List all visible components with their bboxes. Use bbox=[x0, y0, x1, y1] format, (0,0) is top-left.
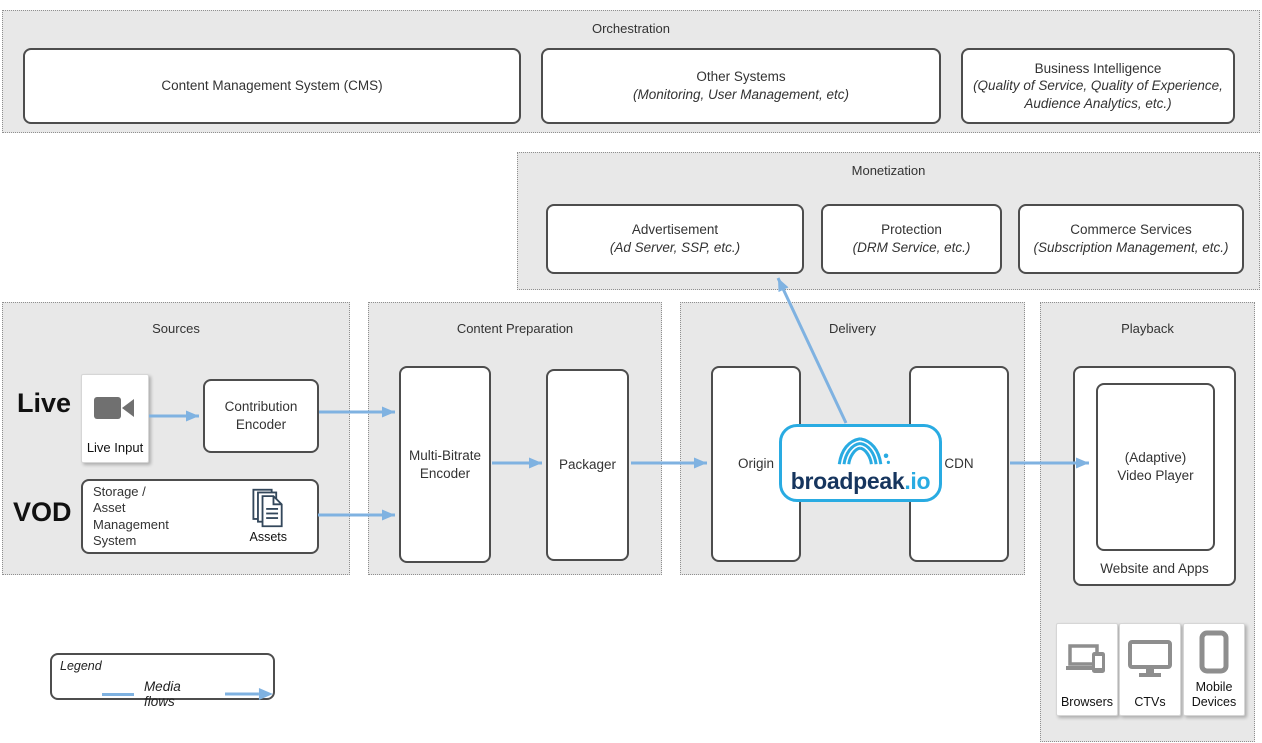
broadpeak-logo-icon bbox=[837, 436, 890, 464]
section-title-sources: Sources bbox=[152, 321, 200, 336]
storage-ams-box: Storage / Asset Management System bbox=[81, 479, 319, 554]
mobile-devices-icon bbox=[1184, 624, 1244, 680]
assets-icon bbox=[252, 489, 283, 528]
broadpeak-wordmark: broadpeak.io bbox=[790, 467, 931, 494]
contribution-encoder-box: Contribution Encoder bbox=[203, 379, 319, 453]
origin-label: Origin bbox=[737, 456, 774, 472]
browsers-label: Browsers bbox=[1060, 694, 1114, 709]
commerce-services-subtitle: (Subscription Management, etc.) bbox=[1033, 240, 1229, 255]
business-intelligence-title: Business Intelligence bbox=[1034, 60, 1162, 76]
video-camera-icon bbox=[82, 375, 148, 441]
multi-bitrate-encoder-box: Multi-Bitrate Encoder bbox=[399, 366, 491, 563]
device-browsers-card: Browsers bbox=[1056, 623, 1118, 716]
broadpeak-io-box: broadpeak.io bbox=[779, 424, 942, 502]
media-flow-line-sample bbox=[102, 692, 134, 696]
business-intelligence-subtitle: (Quality of Service, Quality of Experien… bbox=[973, 78, 1223, 111]
commerce-services-box: Commerce Services (Subscription Manageme… bbox=[1018, 204, 1244, 274]
section-playback: Playback (Adaptive) Video Player Website… bbox=[1040, 302, 1255, 742]
cdn-label: CDN bbox=[944, 456, 974, 472]
protection-subtitle: (DRM Service, etc.) bbox=[852, 240, 971, 255]
brand-tld: .io bbox=[904, 467, 931, 494]
ctv-icon bbox=[1120, 624, 1180, 695]
other-systems-box: Other Systems (Monitoring, User Manageme… bbox=[541, 48, 941, 124]
packager-label: Packager bbox=[558, 457, 617, 473]
device-mobile-card: Mobile Devices bbox=[1183, 623, 1245, 716]
other-systems-title: Other Systems bbox=[696, 69, 786, 85]
other-systems-subtitle: (Monitoring, User Management, etc) bbox=[632, 87, 850, 102]
live-label: Live bbox=[17, 388, 72, 418]
advertisement-title: Advertisement bbox=[631, 222, 719, 238]
legend-media-flows: Media flows bbox=[102, 679, 273, 709]
commerce-services-title: Commerce Services bbox=[1070, 222, 1192, 238]
website-and-apps-box: (Adaptive) Video Player Website and Apps bbox=[1073, 366, 1236, 586]
website-and-apps-label: Website and Apps bbox=[1100, 561, 1209, 576]
advertisement-subtitle: (Ad Server, SSP, etc.) bbox=[609, 240, 741, 255]
multi-bitrate-encoder-label: Multi-Bitrate Encoder bbox=[408, 447, 481, 481]
section-title-delivery: Delivery bbox=[829, 321, 876, 336]
assets-group: Assets bbox=[249, 487, 287, 545]
mobile-devices-label: Mobile Devices bbox=[1191, 680, 1237, 709]
contribution-encoder-label: Contribution Encoder bbox=[224, 399, 298, 432]
video-player-box: (Adaptive) Video Player bbox=[1096, 383, 1215, 551]
live-input-card: Live Input bbox=[81, 374, 149, 463]
section-orchestration: Orchestration Content Management System … bbox=[2, 10, 1260, 133]
advertisement-box: Advertisement (Ad Server, SSP, etc.) bbox=[546, 204, 804, 274]
section-sources: Sources Live VOD Live Input Contribution… bbox=[2, 302, 350, 575]
protection-title: Protection bbox=[881, 222, 942, 238]
media-flow-arrow-sample bbox=[225, 688, 273, 700]
section-monetization: Monetization Advertisement (Ad Server, S… bbox=[517, 152, 1260, 290]
packager-box: Packager bbox=[546, 369, 629, 561]
live-input-label: Live Input bbox=[86, 440, 144, 456]
cms-title: Content Management System (CMS) bbox=[161, 78, 383, 94]
legend-title: Legend bbox=[60, 659, 102, 673]
brand-name: broadpeak bbox=[790, 467, 905, 494]
assets-label: Assets bbox=[249, 530, 287, 545]
browsers-icon bbox=[1057, 624, 1117, 695]
section-content-preparation: Content Preparation Multi-Bitrate Encode… bbox=[368, 302, 662, 575]
legend-box: Legend Media flows bbox=[50, 653, 275, 709]
storage-ams-label: Storage / Asset Management System bbox=[93, 484, 169, 548]
ctvs-label: CTVs bbox=[1134, 694, 1166, 709]
section-title-content-preparation: Content Preparation bbox=[456, 321, 574, 336]
media-flows-label: Media flows bbox=[143, 679, 181, 709]
section-title-playback: Playback bbox=[1121, 321, 1174, 336]
cms-box: Content Management System (CMS) bbox=[23, 48, 521, 124]
vod-label: VOD bbox=[13, 497, 72, 527]
device-ctvs-card: CTVs bbox=[1119, 623, 1181, 716]
protection-box: Protection (DRM Service, etc.) bbox=[821, 204, 1002, 274]
section-title-monetization: Monetization bbox=[851, 163, 926, 178]
section-title-orchestration: Orchestration bbox=[591, 21, 671, 36]
business-intelligence-box: Business Intelligence (Quality of Servic… bbox=[961, 48, 1235, 124]
video-player-label: (Adaptive) Video Player bbox=[1117, 450, 1194, 483]
